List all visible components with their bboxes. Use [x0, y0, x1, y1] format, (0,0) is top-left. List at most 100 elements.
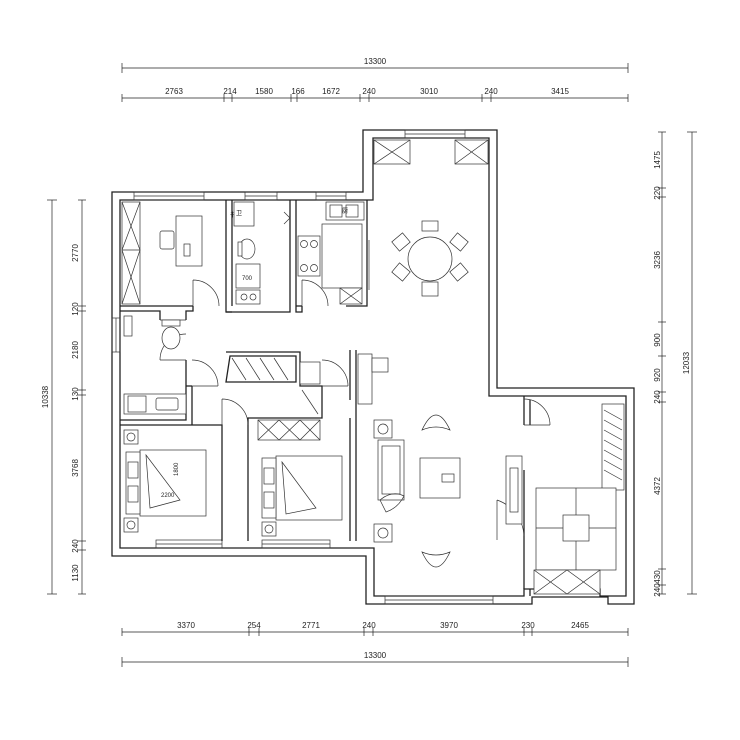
kitchen-island — [321, 223, 363, 289]
closet-panel — [299, 361, 321, 385]
wardrobe — [601, 403, 625, 491]
dining-chair — [449, 262, 469, 282]
nightstand — [123, 517, 139, 533]
bathroom-top: 卫 700 — [233, 201, 291, 305]
bottom-seg-2: 254 — [247, 621, 261, 630]
dining-chair — [449, 232, 469, 252]
top-dimension-segments: 2763 214 1580 166 1672 240 3010 240 3415 — [121, 87, 629, 102]
right-seg-3: 3236 — [653, 251, 662, 269]
bath-fixture-label: 700 — [242, 276, 253, 282]
right-seg-1: 1475 — [653, 151, 662, 169]
corridor-wardrobe — [231, 357, 319, 415]
bottom-seg-1: 3370 — [177, 621, 195, 630]
living-room — [357, 353, 523, 568]
right-seg-8: 430 — [653, 570, 662, 584]
bottom-total-label: 13300 — [364, 651, 387, 660]
dining-chair — [391, 262, 411, 282]
monitor — [183, 243, 191, 257]
left-seg-5: 3768 — [71, 459, 80, 477]
right-seg-4: 900 — [653, 333, 662, 347]
right-seg-9: 240 — [653, 583, 662, 597]
left-dimension-segments: 2770 120 2180 130 3768 240 1130 — [71, 199, 86, 595]
dining-chair — [391, 232, 411, 252]
study-room: 书 — [121, 201, 236, 305]
bay-window-cabinet — [533, 569, 601, 595]
bookshelf — [121, 201, 141, 305]
bottom-seg-6: 230 — [521, 621, 535, 630]
top-seg-8: 240 — [484, 87, 498, 96]
shower-unit — [233, 201, 255, 227]
top-seg-1: 2763 — [165, 87, 183, 96]
bed — [139, 449, 207, 517]
washbasin — [235, 289, 261, 305]
armchair — [421, 414, 451, 431]
side-table — [373, 523, 393, 543]
stove — [297, 235, 321, 277]
right-seg-2: 220 — [653, 186, 662, 200]
dining-chair — [421, 220, 439, 232]
nightstand — [261, 521, 277, 537]
dining-chair — [421, 281, 439, 297]
top-seg-9: 3415 — [551, 87, 569, 96]
bed-table — [562, 514, 590, 542]
top-total-label: 13300 — [364, 57, 387, 66]
bottom-dimension-total: 13300 — [121, 651, 629, 667]
desk-chair — [159, 230, 175, 250]
left-total-label: 10338 — [41, 385, 50, 408]
interior-walls — [120, 200, 531, 596]
left-seg-1: 2770 — [71, 244, 80, 262]
desk — [175, 215, 203, 267]
toilet-tank — [237, 241, 243, 257]
bottom-seg-3: 2771 — [302, 621, 320, 630]
master-bedroom — [533, 403, 625, 595]
left-dimension-total: 10338 — [41, 199, 57, 595]
bedroom-right — [257, 361, 343, 537]
side-table — [373, 419, 393, 439]
top-seg-6: 240 — [362, 87, 376, 96]
right-total-label: 12033 — [682, 351, 691, 374]
top-seg-7: 3010 — [420, 87, 438, 96]
left-seg-4: 130 — [71, 387, 80, 401]
left-seg-3: 2180 — [71, 341, 80, 359]
laundry-counter — [123, 393, 187, 415]
armchair — [421, 551, 451, 568]
bottom-seg-7: 2465 — [571, 621, 589, 630]
shoe-cabinet — [371, 357, 389, 373]
kitchen-tag: 厨 — [342, 208, 348, 215]
dining-area — [373, 139, 489, 297]
right-seg-6: 240 — [653, 390, 662, 404]
doors — [159, 279, 551, 540]
right-dimension-segments: 1475 220 3236 900 920 240 4372 430 240 — [653, 131, 666, 597]
dining-table — [407, 236, 453, 282]
right-seg-7: 4372 — [653, 477, 662, 495]
coffee-table — [419, 457, 461, 499]
top-seg-3: 1580 — [255, 87, 273, 96]
toilet-tank — [161, 319, 181, 327]
study-tag: 书 — [230, 211, 236, 219]
top-dimension-total: 13300 — [121, 57, 629, 73]
plant — [379, 493, 405, 513]
top-seg-2: 214 — [223, 87, 237, 96]
toilet — [161, 326, 181, 350]
left-seg-2: 120 — [71, 302, 80, 316]
bottom-seg-5: 3970 — [440, 621, 458, 630]
bedroom-left: 2200 1800 — [123, 429, 207, 533]
left-seg-7: 1130 — [71, 564, 80, 582]
kitchen: 厨 — [297, 201, 370, 305]
bed-width-label: 2200 — [161, 493, 175, 499]
headboard — [125, 451, 141, 515]
bed-length-label: 1800 — [174, 462, 180, 476]
towel-rack — [123, 315, 133, 337]
kitchen-sink — [325, 201, 365, 221]
left-seg-6: 240 — [71, 539, 80, 553]
headboard — [261, 457, 277, 519]
bottom-dimension-segments: 3370 254 2771 240 3970 230 2465 — [121, 621, 629, 636]
entry-cabinet — [357, 353, 373, 405]
tv-cabinet — [505, 455, 523, 525]
bathroom-left — [123, 315, 187, 415]
nightstand — [123, 429, 139, 445]
bath-tag: 卫 — [236, 210, 242, 217]
right-dimension-total: 12033 — [682, 131, 697, 595]
bath-cabinet — [235, 263, 261, 289]
